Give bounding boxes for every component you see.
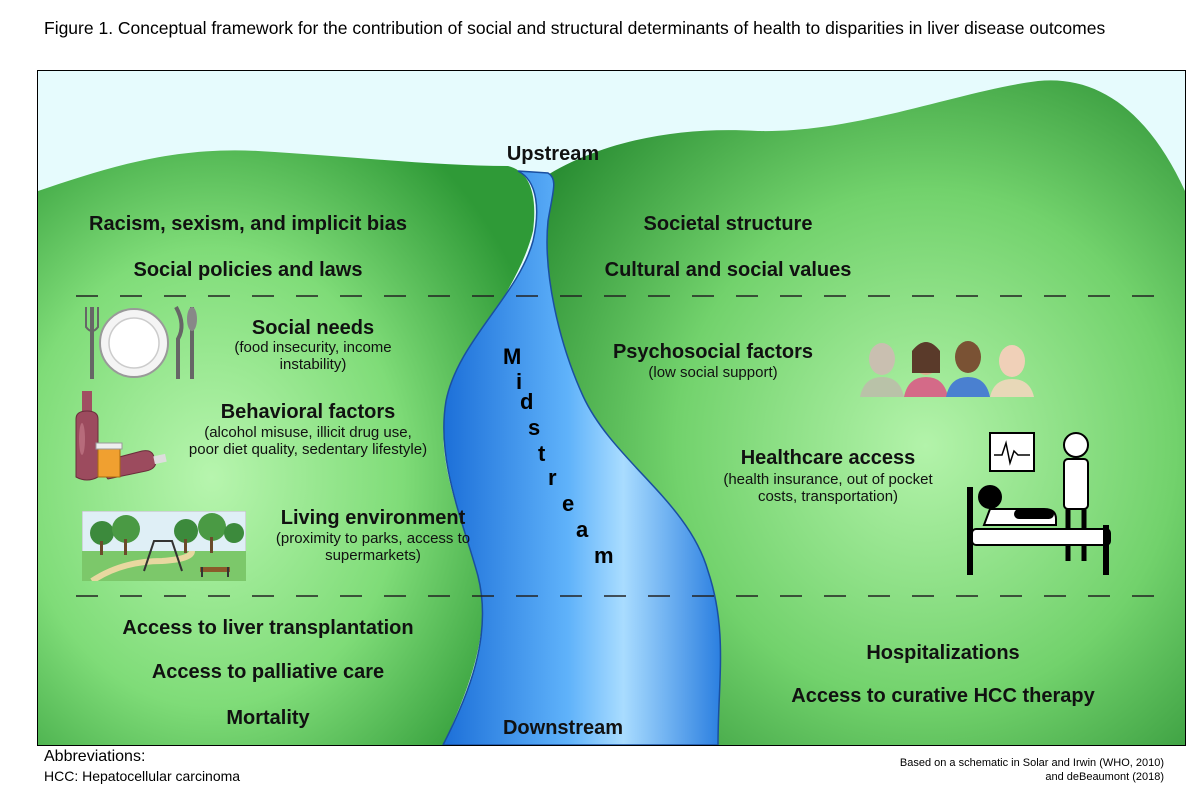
psychosocial-factors-title: Psychosocial factors — [612, 341, 814, 363]
midstream-letter: s — [528, 415, 541, 440]
healthcare-access-title: Healthcare access — [740, 447, 916, 469]
downstream-left-item: Mortality — [226, 707, 310, 729]
diagram-frame: Upstream Downstream M i d s t r e a m Ra… — [37, 70, 1186, 746]
people-icon — [860, 341, 1034, 397]
abbreviations-heading: Abbreviations: — [44, 748, 146, 765]
upstream-right-item: Societal structure — [643, 213, 813, 235]
midstream-letter: d — [520, 389, 534, 414]
behavioral-factors-title: Behavioral factors — [220, 401, 396, 423]
upstream-right-item: Cultural and social values — [604, 259, 852, 281]
abbreviation-item: HCC: Hepatocellular carcinoma — [44, 768, 241, 784]
bottles-icon — [75, 391, 167, 481]
behavioral-factors-detail: (alcohol misuse, illicit drug use,poor d… — [188, 424, 428, 458]
midstream-letter: m — [594, 543, 614, 568]
midstream-letter: e — [562, 491, 575, 516]
living-environment-title: Living environment — [280, 507, 466, 529]
downstream-right-item: Access to curative HCC therapy — [791, 685, 1095, 707]
park-icon — [82, 511, 246, 581]
midstream-letter: r — [548, 465, 557, 490]
upstream-left-item: Social policies and laws — [133, 259, 363, 281]
midstream-letter: M — [503, 344, 522, 369]
upstream-label: Upstream — [506, 143, 600, 165]
midstream-letter: a — [576, 517, 589, 542]
landscape-background — [38, 80, 1185, 745]
hospital-bed-icon — [967, 432, 1111, 575]
river — [442, 170, 722, 745]
social-needs-title: Social needs — [251, 317, 375, 339]
place-setting-icon — [85, 306, 197, 379]
psychosocial-factors-detail: (low social support) — [648, 364, 778, 381]
midstream-letter: t — [538, 441, 546, 466]
downstream-left-item: Access to liver transplantation — [122, 617, 414, 639]
left-hill — [38, 150, 535, 745]
midstream-letter: i — [516, 369, 523, 394]
downstream-left-item: Access to palliative care — [151, 661, 385, 683]
figure-title: Figure 1. Conceptual framework for the c… — [44, 18, 1106, 38]
downstream-right-item: Hospitalizations — [866, 642, 1020, 664]
downstream-label: Downstream — [502, 717, 624, 739]
upstream-left-item: Racism, sexism, and implicit bias — [89, 213, 407, 235]
source-note: Based on a schematic in Solar and Irwin … — [899, 757, 1164, 783]
